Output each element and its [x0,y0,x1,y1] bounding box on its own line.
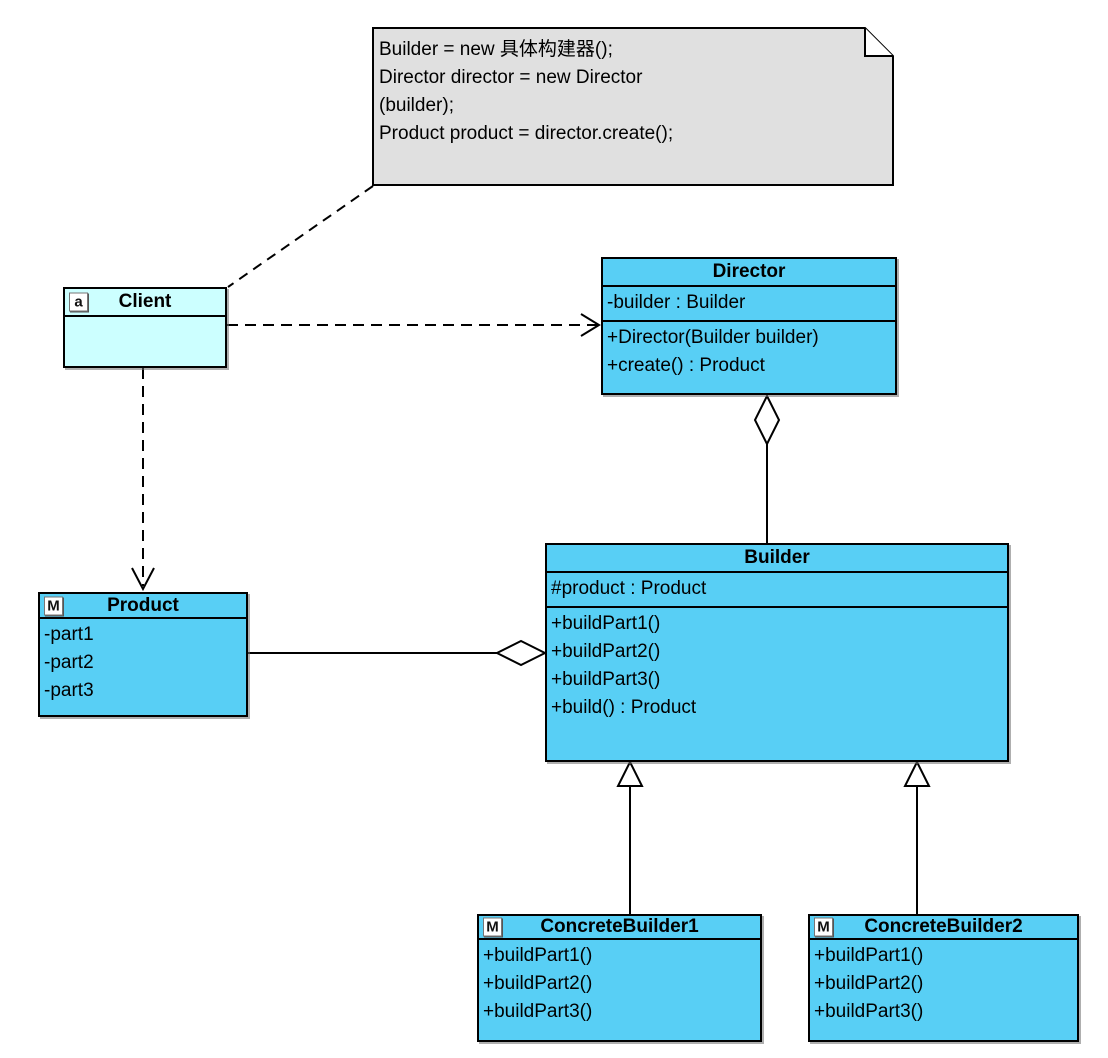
method: +create() : Product [607,355,765,376]
attribute: -part3 [44,680,94,701]
generalization-concretebuilder1-builder[interactable] [616,759,644,914]
attribute: #product : Product [551,578,707,599]
class-title: Director [712,261,786,282]
class-title: ConcreteBuilder2 [864,916,1023,937]
methods-compartment: +buildPart1() +buildPart2() +buildPart3(… [479,940,760,1040]
class-title: Builder [744,547,810,568]
class-header: M ConcreteBuilder1 [479,916,760,940]
class-stereotype-icon: M [44,596,63,615]
class-client[interactable]: a Client [63,287,227,368]
aggregation-director-builder[interactable] [753,393,781,543]
aggregation-builder-product[interactable] [248,639,548,667]
class-header: Director [603,259,895,287]
note-line: Builder = new 具体构建器(); [379,39,613,60]
attribute: -part1 [44,624,94,645]
open-arrowhead-icon [131,567,155,592]
method: +buildPart3() [551,669,661,690]
attributes-compartment [65,317,225,366]
class-title: Client [118,291,172,312]
class-header: M ConcreteBuilder2 [810,916,1077,940]
method: +build() : Product [551,697,697,718]
generalization-concretebuilder2-builder[interactable] [903,759,931,914]
class-title: ConcreteBuilder1 [540,916,699,937]
methods-compartment: +buildPart1() +buildPart2() +buildPart3(… [810,940,1077,1040]
method: +buildPart2() [483,973,593,994]
note-code[interactable]: Builder = new 具体构建器(); Director director… [379,36,884,148]
method: +buildPart1() [551,613,661,634]
method: +buildPart3() [814,1001,924,1022]
note-line: Product product = director.create(); [379,123,674,144]
method: +buildPart2() [551,641,661,662]
attribute: -part2 [44,652,94,673]
generalization-triangle-icon [903,759,931,787]
generalization-triangle-icon [616,759,644,787]
methods-compartment: +buildPart1() +buildPart2() +buildPart3(… [547,608,1007,760]
dependency-client-director[interactable] [227,313,601,337]
class-header: a Client [65,289,225,317]
attributes-compartment: -builder : Builder [603,287,895,322]
attributes-compartment: #product : Product [547,573,1007,608]
method: +buildPart1() [483,945,593,966]
class-header: Builder [547,545,1007,573]
note-shape[interactable] [372,27,894,186]
attributes-compartment: -part1 -part2 -part3 [40,619,246,715]
class-title: Product [107,594,179,616]
methods-compartment: +Director(Builder builder) +create() : P… [603,322,895,393]
aggregation-diamond-icon [494,639,548,667]
class-director[interactable]: Director -builder : Builder +Director(Bu… [601,257,897,395]
note-dogear [864,28,893,57]
class-concretebuilder2[interactable]: M ConcreteBuilder2 +buildPart1() +buildP… [808,914,1079,1042]
class-stereotype-icon: M [483,917,502,937]
note-line: (builder); [379,95,454,116]
note-anchor-line[interactable] [227,185,374,288]
note-line: Director director = new Director [379,67,643,88]
dependency-client-product[interactable] [131,368,155,592]
attribute: -builder : Builder [607,292,746,313]
method: +buildPart2() [814,973,924,994]
class-builder[interactable]: Builder #product : Product +buildPart1()… [545,543,1009,762]
method: +buildPart3() [483,1001,593,1022]
class-header: M Product [40,594,246,619]
class-product[interactable]: M Product -part1 -part2 -part3 [38,592,248,717]
class-stereotype-icon: M [814,917,833,937]
class-stereotype-icon: a [69,292,88,312]
method: +Director(Builder builder) [607,327,819,348]
class-concretebuilder1[interactable]: M ConcreteBuilder1 +buildPart1() +buildP… [477,914,762,1042]
aggregation-diamond-icon [753,393,781,447]
open-arrowhead-icon [580,313,601,337]
method: +buildPart1() [814,945,924,966]
